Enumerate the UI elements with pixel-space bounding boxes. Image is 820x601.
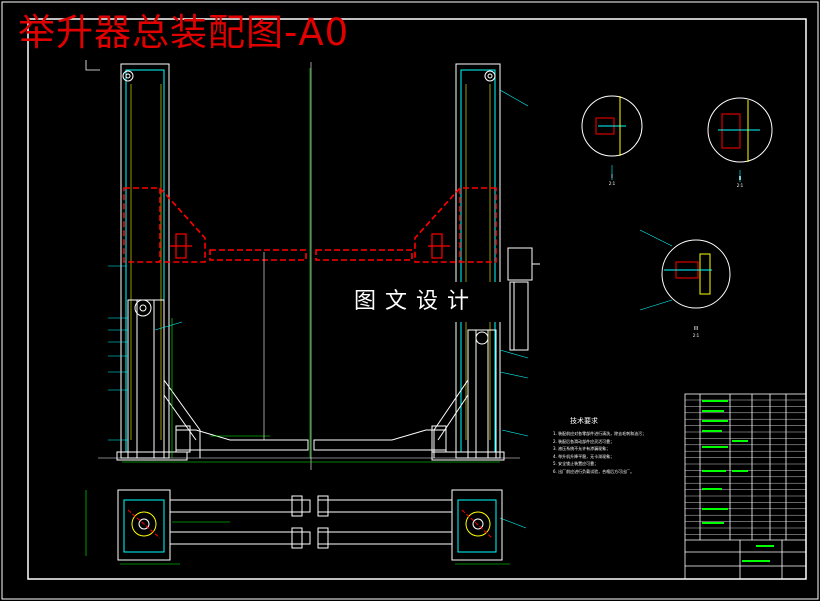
tech-requirements-title: 技术要求 [570,417,598,425]
tech-requirements-notes: 1. 装配前应对各零部件进行清洗，除去毛刺和油污； 2. 装配后各滑动部件应灵活… [553,430,678,476]
dimension-lines [85,68,510,565]
center-lines [98,62,520,470]
tech-note: 6. 出厂前应进行负载试验，合格后方可出厂。 [553,468,635,474]
tech-note: 5. 安全锁止装置应可靠； [553,461,599,467]
tech-note: 1. 装配前应对各零部件进行清洗，除去毛刺和油污； [553,431,647,436]
parts-list-fills [702,400,774,562]
tech-note: 2. 装配后各滑动部件应灵活可靠； [553,438,615,444]
tech-note: 3. 液压系统不允许有渗漏现象； [553,446,611,452]
pump-motor [507,247,540,351]
lowered-arms [175,425,447,453]
parts-list-table [684,393,807,580]
tech-note: 4. 举升机升降平稳，无卡滞现象； [553,453,615,459]
watermark-label: 图文设计 [330,282,502,322]
raised-arm-pins [170,233,450,259]
plan-view [117,489,503,561]
plan-view-hidden-lines [127,509,493,539]
inner-frame [27,18,807,580]
drawing-title: 举升器总装配图-A0 [18,11,350,54]
raised-carriage-hidden [123,187,497,263]
corner-mark [85,60,100,71]
leader-lines [108,89,529,529]
detail-view-1 [581,95,643,180]
detail-view-3 [639,229,731,311]
detail-view-2 [707,97,773,182]
